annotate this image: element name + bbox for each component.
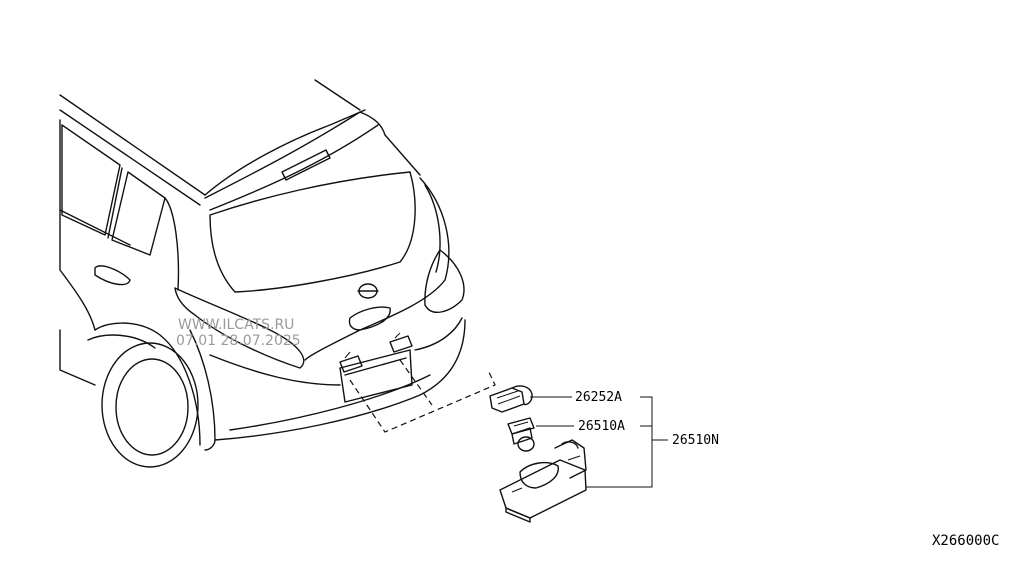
vehicle-rear-illustration [59,79,466,468]
diagram-reference-code: X266000C [932,533,999,549]
watermark-site: WWW.ILCATS.RU [178,317,294,333]
license-lamp-assembly-part [499,439,587,523]
part-number-bulb-socket[interactable]: 26252A [575,390,622,405]
callout-lines [530,396,668,488]
bulb-part [507,417,535,452]
bulb-socket-part [489,385,533,413]
part-number-lamp-assembly[interactable]: 26510N [672,433,719,448]
part-number-bulb[interactable]: 26510A [578,419,625,434]
watermark-date: 07.01 28.07.2025 [176,333,301,349]
leader-dashed-lines [349,359,496,433]
